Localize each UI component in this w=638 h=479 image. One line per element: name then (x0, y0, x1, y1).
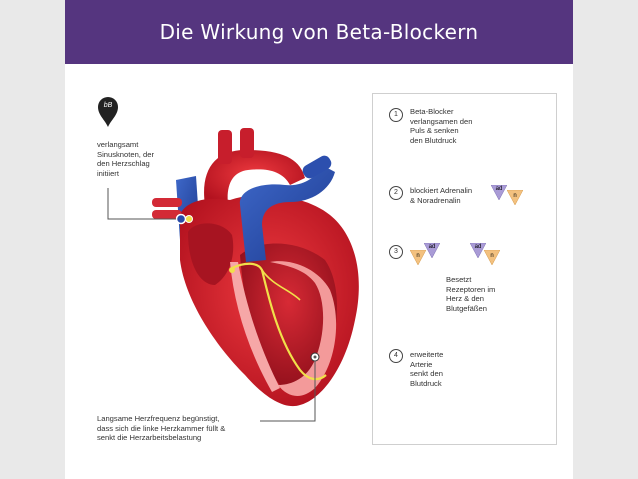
noradrenalin-molecule-after: n (483, 249, 501, 266)
pulmonary-vein-1 (152, 198, 182, 207)
sinus-callout-line (107, 188, 176, 220)
myocardium-wall (270, 261, 337, 396)
aorta-branch-2 (240, 128, 254, 158)
step-2-text: blockiert Adrenalin & Noradrenalin (410, 186, 473, 205)
septum-wall (230, 262, 280, 392)
aorta-branch-1 (218, 130, 232, 164)
av-node-marker (229, 267, 235, 273)
step-number-1: 1 (389, 108, 403, 122)
step-4-text: erweiterte Arterie senkt den Blutdruck (410, 350, 444, 388)
adrenalin-molecule: ad (490, 184, 508, 201)
step-3-text: Besetzt Rezeptoren im Herz & den Blutgef… (446, 275, 496, 313)
pulmonary-artery-branch (302, 155, 332, 179)
noradrenalin-molecule: n (506, 189, 524, 206)
pin-label: bB (103, 102, 113, 109)
adrenalin-molecule-after: ad (469, 242, 487, 259)
sinus-node-marker (175, 213, 187, 225)
pulmonary-artery (239, 165, 335, 262)
bottom-callout: Langsame Herzfrequenz begünstigt, dass s… (97, 414, 226, 443)
noradrenalin-molecule-before: n (409, 249, 427, 266)
step-number-4: 4 (389, 349, 403, 363)
sinus-node-marker-yellow (185, 215, 193, 223)
pulmonary-vein-2 (152, 210, 182, 219)
sinus-node-callout: verlangsamt Sinusknoten, der den Herzsch… (97, 140, 154, 178)
right-atrium (188, 223, 234, 285)
adrenalin-molecule-before: ad (423, 242, 441, 259)
step-1-text: Beta-Blocker verlangsamen den Puls & sen… (410, 107, 473, 145)
title-banner: Die Wirkung von Beta-Blockern (65, 0, 573, 64)
conduction-pathway-right (261, 269, 301, 301)
steps-panel (372, 93, 557, 445)
beta-blocker-pin-heart: bB (97, 96, 119, 128)
bottom-callout-line (260, 361, 316, 422)
conduction-pathway (231, 262, 327, 381)
step-number-3: 3 (389, 245, 403, 259)
page-title: Die Wirkung von Beta-Blockern (159, 20, 479, 44)
step-number-2: 2 (389, 186, 403, 200)
